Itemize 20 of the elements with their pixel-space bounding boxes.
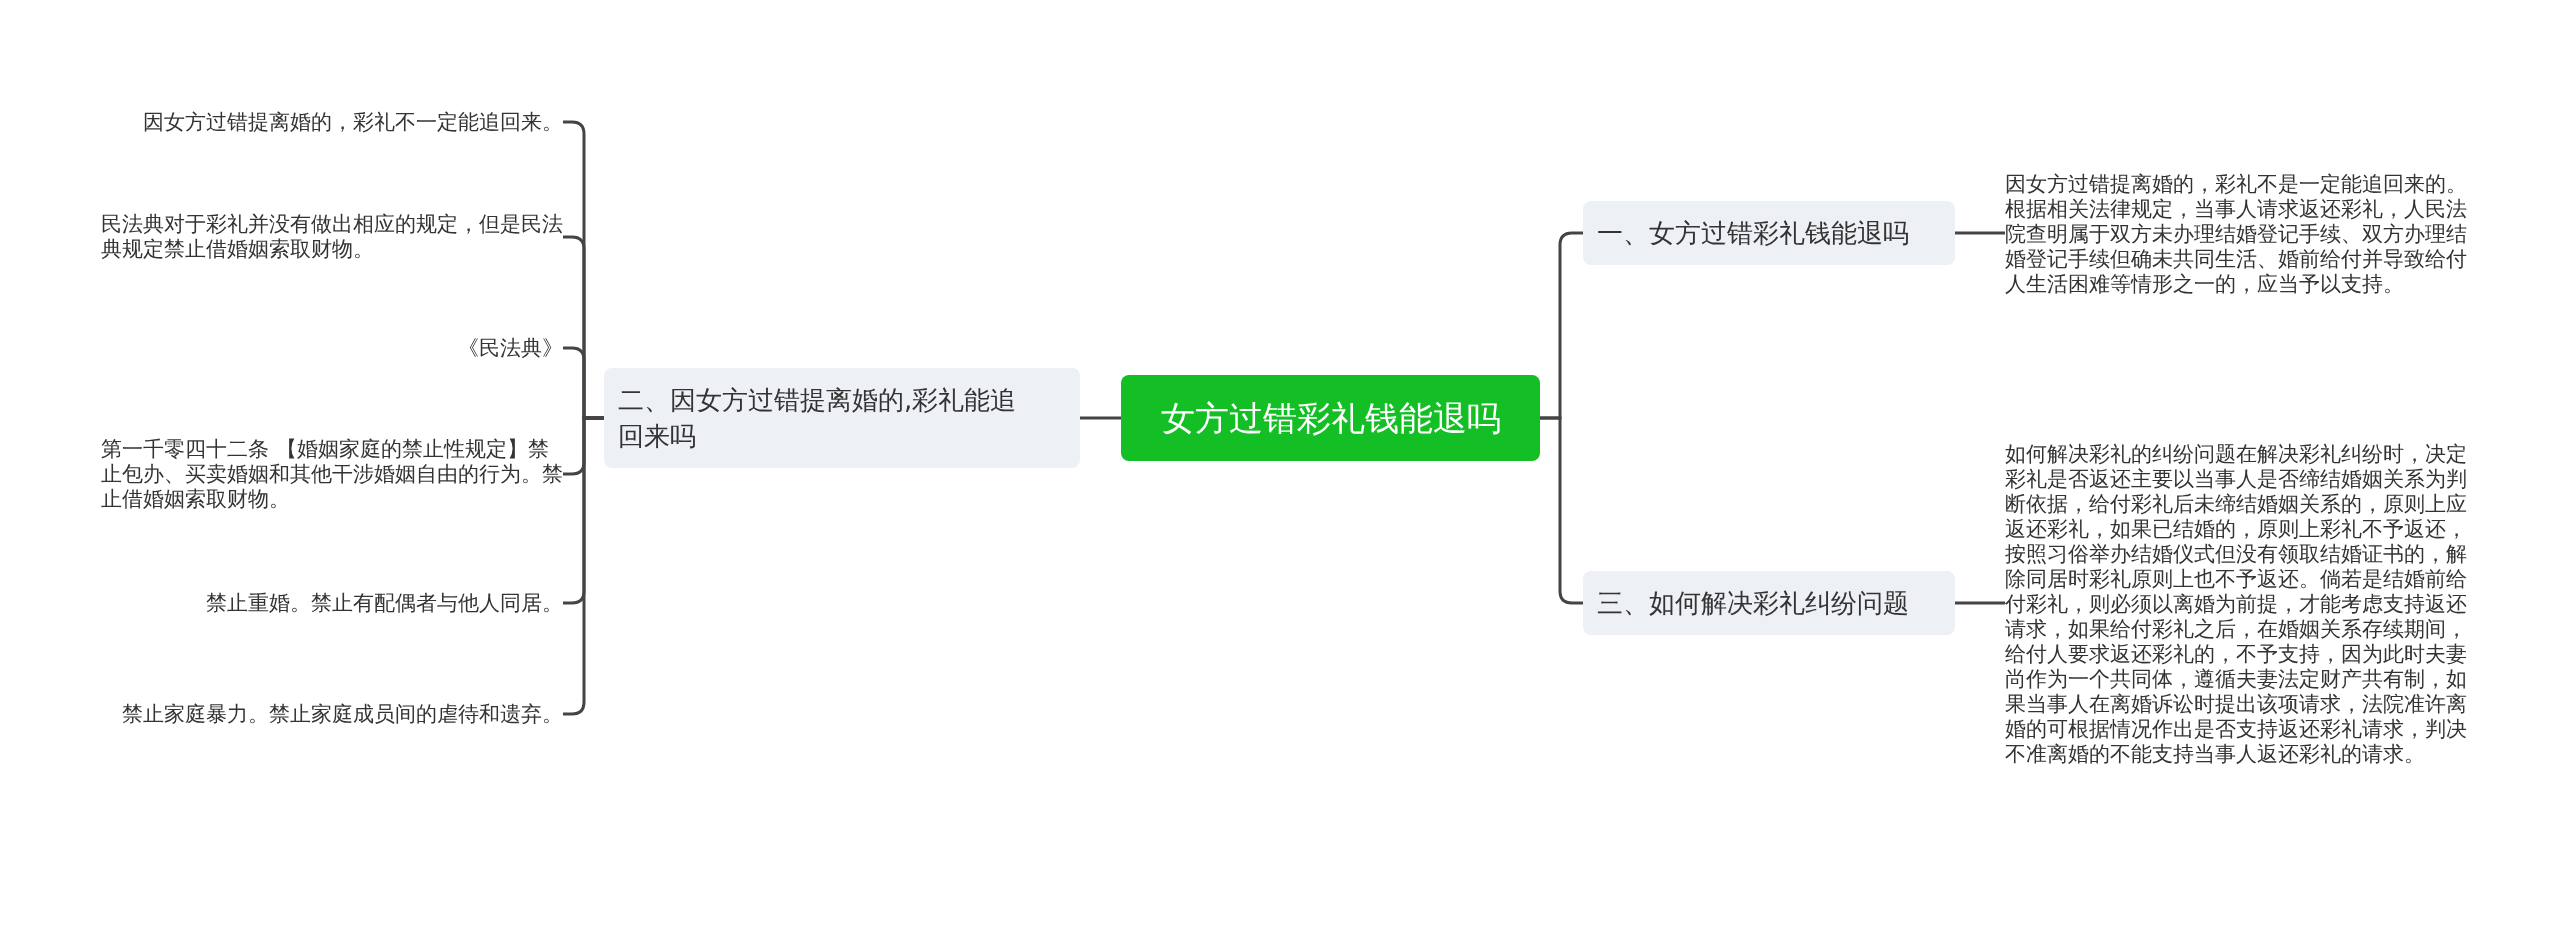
connector-line (1955, 601, 2005, 605)
note-text: 民法典对于彩礼并没有做出相应的规定，但是民法典规定禁止借婚姻索取财物。 (101, 212, 563, 262)
topic-label: 二、因女方过错提离婚的,彩礼能追回来吗 (618, 384, 1018, 453)
note-text: 禁止家庭暴力。禁止家庭成员间的虐待和遗弃。 (122, 701, 563, 727)
connector-line (1080, 416, 1121, 420)
topic-label: 一、女方过错彩礼钱能退吗 (1597, 217, 1910, 250)
topic-label: 三、如何解决彩礼纠纷问题 (1597, 587, 1910, 620)
connector-line (1955, 231, 2005, 235)
note-text: 因女方过错提离婚的，彩礼不一定能追回来。 (143, 109, 563, 135)
note-text: 第一千零四十二条 【婚姻家庭的禁止性规定】禁止包办、买卖婚姻和其他干涉婚姻自由的行为。禁止借婚姻索取财物。 (101, 436, 563, 512)
connector-line (1540, 416, 1583, 605)
topic-box (1583, 201, 1955, 265)
note-text: 如何解决彩礼的纠纷问题在解决彩礼纠纷时，决定彩礼是否返还主要以当事人是否缔结婚姻关系为判断依据，给付彩礼后未缔结婚姻关系的，原则上应返还彩礼，如果已结婚的，原则上彩礼不予返还，按照习俗举办结婚仪式但没有领取结婚证书的，解除同居时彩礼原则上也不予返还。倘若是结婚前给付彩礼，则必须以离婚为前提，才能考虑支持返还请求，如果给付彩礼之后，在婚姻关系存续期间，给付人要求返还彩礼的，不予支持，因为此时夫妻尚作为一个共同体，遵循夫妻法定财产共有制，如果当事人在离婚诉讼时提出该项请求，法院准许离婚的可根据情况作出是否支持返还彩礼请求，判决不准离婚的不能支持当事人返还彩礼的请求。 (2005, 441, 2467, 767)
note-text: 禁止重婚。禁止有配偶者与他人同居。 (206, 590, 563, 616)
topic-box (604, 368, 1080, 468)
note-text: 《民法典》 (458, 335, 563, 361)
central-topic-box (1121, 375, 1540, 461)
note-text: 因女方过错提离婚的，彩礼不是一定能追回来的。根据相关法律规定，当事人请求返还彩礼，人民法院查明属于双方未办理结婚登记手续、双方办理结婚登记手续但确未共同生活、婚前给付并导致给付人生活困难等情形之一的，应当予以支持。 (2005, 171, 2467, 297)
topic-label: 女方过错彩礼钱能退吗 (1160, 397, 1501, 440)
topic-box (1583, 571, 1955, 635)
